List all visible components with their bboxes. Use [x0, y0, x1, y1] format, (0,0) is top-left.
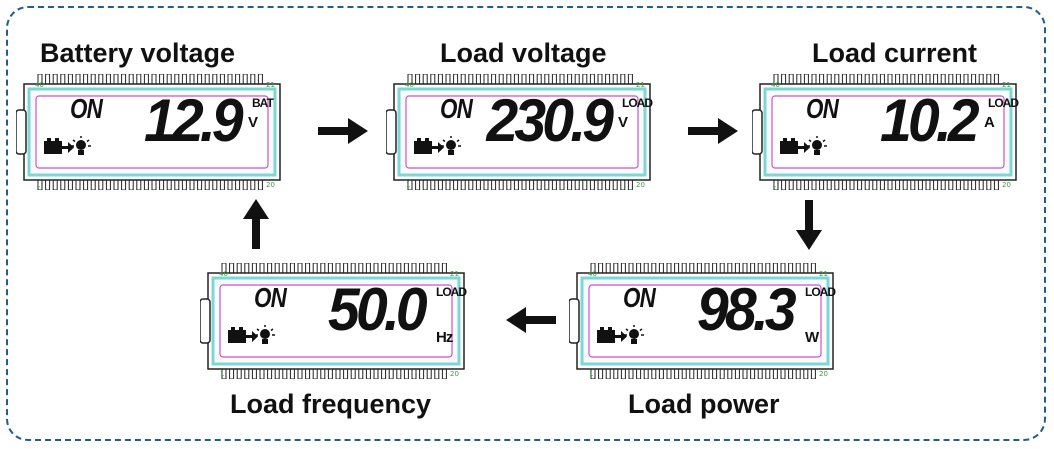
lcd-reading-value: 98.3: [697, 276, 797, 343]
panel-title-load-power: Load power: [628, 389, 780, 419]
lcd-status-text: ON: [806, 93, 839, 124]
lcd-indicator-label: LOAD: [988, 96, 1019, 110]
arrow-icon-left: [506, 307, 556, 333]
arrow-icon-down: [796, 200, 822, 250]
arrow-icon-up: [243, 199, 269, 249]
svg-text:40: 40: [35, 81, 44, 89]
arrow-icon-right-2: [688, 118, 738, 144]
lcd-indicator-label: BAT: [252, 96, 274, 110]
svg-text:40: 40: [771, 81, 780, 89]
lcd-body: 40 21 1 20: [16, 74, 281, 190]
svg-text:21: 21: [1002, 81, 1011, 89]
lcd-reading-value: 230.9: [486, 87, 613, 154]
battery-icon: [44, 138, 74, 154]
lcd-indicator-label: LOAD: [805, 285, 836, 299]
lcd-status-text: ON: [440, 93, 473, 124]
lcd-panel-load-frequency: 40 21 1 20 ON 50.0 LOAD H: [200, 263, 468, 379]
panel-title-load-current: Load current: [812, 38, 978, 68]
lcd-panel-load-current: 40 21 1 20 ON 10.2 LOAD A: [752, 74, 1020, 190]
lcd-panel-load-voltage: 40 21 1 20 ON 230.9 LOAD: [386, 74, 654, 190]
lcd-status-text: ON: [623, 282, 656, 313]
lcd-indicator-label: LOAD: [436, 285, 467, 299]
svg-text:40: 40: [219, 270, 228, 278]
svg-text:21: 21: [819, 270, 828, 278]
lcd-unit-label: V: [248, 114, 258, 131]
diagram-frame: [6, 6, 1046, 441]
light-bulb-icon: [807, 136, 827, 155]
lcd-body: 40 21 1 20: [200, 263, 465, 379]
light-bulb-icon: [71, 136, 91, 155]
battery-icon: [228, 327, 258, 343]
panel-title-battery-voltage: Battery voltage: [40, 38, 236, 68]
svg-text:1: 1: [589, 370, 593, 378]
lcd-body: 40 21 1 20: [752, 74, 1017, 190]
svg-text:1: 1: [406, 181, 410, 189]
svg-text:20: 20: [819, 370, 828, 378]
lcd-body: 40 21 1 20: [569, 263, 834, 379]
lcd-body: 40 21 1 20: [386, 74, 651, 190]
light-bulb-icon: [441, 136, 461, 155]
panel-title-load-voltage: Load voltage: [440, 38, 607, 68]
lcd-unit-label: Hz: [436, 329, 453, 346]
svg-text:21: 21: [636, 81, 645, 89]
light-bulb-icon: [624, 325, 644, 344]
lcd-unit-label: W: [805, 329, 819, 346]
lcd-unit-label: V: [618, 114, 628, 131]
svg-text:40: 40: [405, 81, 414, 89]
panel-title-load-frequency: Load frequency: [230, 389, 432, 419]
lcd-reading-value: 10.2: [880, 87, 980, 154]
svg-text:20: 20: [1002, 181, 1011, 189]
svg-text:1: 1: [772, 181, 776, 189]
lcd-indicator-label: LOAD: [622, 96, 653, 110]
battery-icon: [780, 138, 810, 154]
svg-text:40: 40: [588, 270, 597, 278]
lcd-reading-value: 12.9: [144, 87, 244, 154]
svg-text:1: 1: [36, 181, 40, 189]
battery-icon: [597, 327, 627, 343]
lcd-status-text: ON: [70, 93, 103, 124]
lcd-panel-battery-voltage: 40 21 1 20 ON 12.9 BAT V: [16, 74, 284, 190]
lcd-status-text: ON: [254, 282, 287, 313]
svg-text:20: 20: [450, 370, 459, 378]
lcd-unit-label: A: [984, 114, 995, 131]
arrow-icon-right-1: [318, 118, 368, 144]
light-bulb-icon: [255, 325, 275, 344]
lcd-reading-value: 50.0: [328, 276, 428, 343]
svg-text:21: 21: [266, 81, 275, 89]
svg-text:1: 1: [220, 370, 224, 378]
svg-text:20: 20: [266, 181, 275, 189]
svg-text:20: 20: [636, 181, 645, 189]
battery-icon: [414, 138, 444, 154]
svg-text:21: 21: [450, 270, 459, 278]
lcd-panel-load-power: 40 21 1 20 ON 98.3 LOAD W: [569, 263, 837, 379]
